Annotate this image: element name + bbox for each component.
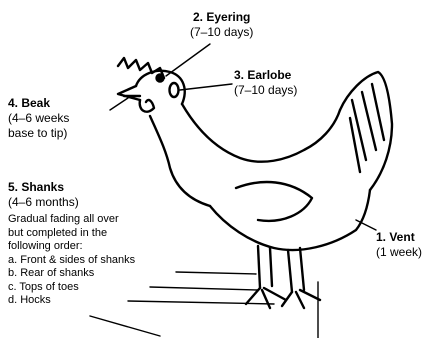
tail (340, 72, 392, 190)
shanks-order-item: b. Rear of shanks (8, 267, 135, 281)
shanks-order-item: d. Hocks (8, 294, 135, 308)
leg-back (288, 248, 304, 292)
wing (236, 182, 312, 221)
leader-shanks-b (150, 287, 258, 290)
earlobe (170, 83, 179, 97)
neck-back (182, 104, 340, 162)
eye (157, 75, 164, 82)
label-vent: 1. Vent (1 week) (376, 230, 422, 260)
body-underside (210, 190, 370, 250)
label-beak: 4. Beak (4–6 weeks base to tip) (8, 96, 69, 141)
shanks-desc-line: Gradual fading all over (8, 213, 135, 227)
leader-beak (110, 98, 128, 110)
foot-front (246, 288, 286, 308)
leader-shanks-d (90, 316, 160, 336)
leg-front (258, 246, 272, 288)
leader-shanks-a (176, 272, 256, 274)
label-eyering: 2. Eyering (7–10 days) (190, 10, 253, 40)
wattle (140, 100, 154, 112)
shanks-desc-line: but completed in the (8, 227, 135, 241)
foot-back (282, 290, 320, 308)
label-earlobe: 3. Earlobe (7–10 days) (234, 68, 297, 98)
shanks-title: 5. Shanks (8, 180, 79, 195)
eyering-title: 2. Eyering (190, 10, 253, 25)
leader-shanks-c (128, 301, 274, 304)
tail-feathers (350, 84, 384, 172)
shanks-description: Gradual fading all over but completed in… (8, 213, 135, 308)
shanks-order-item: a. Front & sides of shanks (8, 254, 135, 268)
shanks-order-item: c. Tops of toes (8, 281, 135, 295)
beak-title: 4. Beak (8, 96, 69, 111)
earlobe-title: 3. Earlobe (234, 68, 297, 83)
vent-title: 1. Vent (376, 230, 422, 245)
eyering-duration: (7–10 days) (190, 25, 253, 40)
leader-eyering (166, 44, 210, 76)
beak-duration: (4–6 weeks (8, 111, 69, 126)
label-shanks: 5. Shanks (4–6 months) (8, 180, 79, 210)
shanks-duration: (4–6 months) (8, 195, 79, 210)
leader-earlobe (180, 84, 232, 90)
earlobe-duration: (7–10 days) (234, 83, 297, 98)
beak-outline (118, 86, 140, 100)
beak-direction: base to tip) (8, 126, 69, 141)
vent-duration: (1 week) (376, 245, 422, 260)
shanks-desc-line: following order: (8, 240, 135, 254)
